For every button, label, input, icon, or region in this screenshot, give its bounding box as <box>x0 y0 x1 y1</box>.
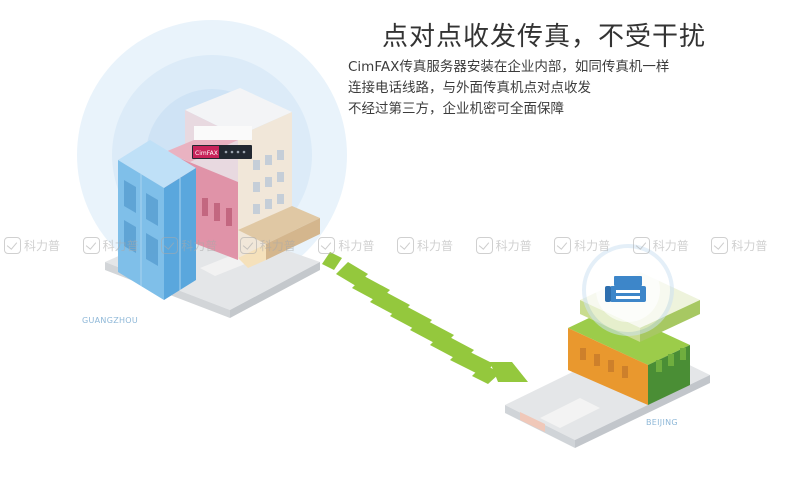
destination-city-label: BEIJING <box>646 418 678 427</box>
headline: 点对点收发传真，不受干扰 <box>382 22 707 52</box>
fax-machine-icon <box>605 276 646 302</box>
description-line: 不经过第三方，企业机密可全面保障 <box>348 101 564 117</box>
cimfax-device: CimFAX <box>192 145 252 159</box>
description: CimFAX传真服务器安装在企业内部，如同传真机一样 连接电话线路，与外面传真机… <box>348 57 788 120</box>
fax-badge <box>582 244 674 336</box>
description-line: CimFAX传真服务器安装在企业内部，如同传真机一样 <box>348 59 670 75</box>
fax-transfer-arrow <box>322 252 528 384</box>
description-line: 连接电话线路，与外面传真机点对点收发 <box>348 80 591 96</box>
cimfax-device-label: CimFAX <box>195 150 218 157</box>
guangzhou-glass-tower <box>118 140 196 300</box>
origin-city-label: GUANGZHOU <box>82 316 139 325</box>
